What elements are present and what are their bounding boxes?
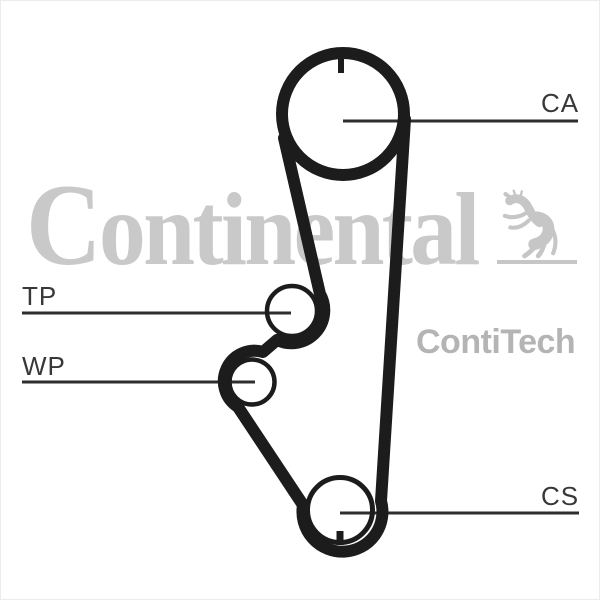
timing-mark-ca [338,58,344,73]
timing-mark-cs [336,531,344,545]
rearing-horse-icon [502,189,558,259]
pulley-tp-circle [264,283,320,339]
contitech-wordmark: ContiTech [416,323,576,361]
belt-path [217,113,411,558]
label-cs: CS [541,481,580,511]
label-tp: TP [22,281,58,311]
label-wp: WP [22,351,66,381]
horse-underline [497,260,577,264]
label-ca: CA [541,88,580,118]
continental-wordmark: Continental [26,161,480,290]
